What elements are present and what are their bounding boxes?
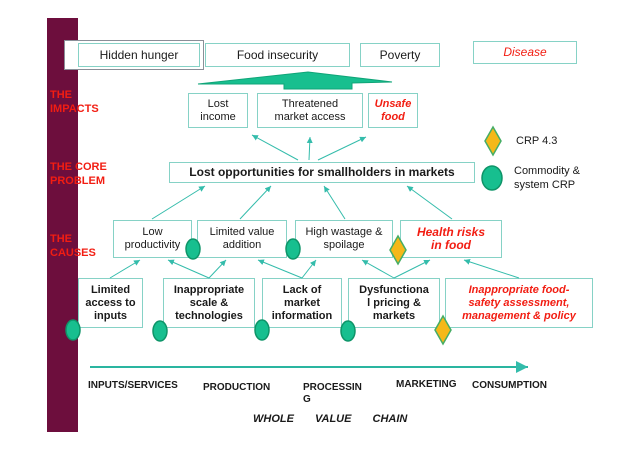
stage-production: PRODUCTION xyxy=(203,382,271,393)
whole-value-chain-caption: WHOLE VALUE CHAIN xyxy=(253,413,408,425)
box-high-wastage-spoilage: High wastage & spoilage xyxy=(295,220,393,258)
box-low-productivity: Low productivity xyxy=(113,220,192,258)
stage-inputs-services: INPUTS/SERVICES xyxy=(88,380,178,391)
box-inappropriate-food-safety: Inappropriate food- safety assessment, m… xyxy=(445,278,593,328)
box-inappropriate-scale-technologies: Inappropriate scale & technologies xyxy=(163,278,255,328)
arrows-causes-to-core xyxy=(151,185,453,220)
arrows-row2-to-row1 xyxy=(109,259,520,279)
box-lack-market-information: Lack of market information xyxy=(262,278,342,328)
box-limited-value-addition: Limited value addition xyxy=(197,220,287,258)
legend-commodity-crp-label: Commodity & system CRP xyxy=(514,165,581,191)
label-the-causes: THE CAUSES xyxy=(50,233,96,259)
box-food-insecurity: Food insecurity xyxy=(205,43,350,67)
arrows-core-to-impacts xyxy=(251,134,367,161)
box-dysfunctional-pricing-markets: Dysfunctiona l pricing & markets xyxy=(348,278,440,328)
box-unsafe-food: Unsafe food xyxy=(368,93,418,128)
stage-marketing: MARKETING xyxy=(396,379,457,390)
ellipse-marker xyxy=(481,165,503,191)
diamond-marker xyxy=(484,125,502,157)
box-poverty: Poverty xyxy=(360,43,440,67)
stage-consumption: CONSUMPTION xyxy=(472,380,547,391)
box-threatened-market-access: Threatened market access xyxy=(257,93,363,128)
box-disease: Disease xyxy=(473,41,577,64)
legend-crp43-label: CRP 4.3 xyxy=(516,135,558,147)
box-hidden-hunger: Hidden hunger xyxy=(78,43,200,67)
left-accent-bar xyxy=(47,18,78,432)
fat-up-arrow xyxy=(197,71,393,90)
box-core-problem: Lost opportunities for smallholders in m… xyxy=(169,162,475,183)
label-the-impacts: THE IMPACTS xyxy=(50,89,99,115)
stage-processing: PROCESSIN G xyxy=(303,382,362,405)
box-limited-access-inputs: Limited access to inputs xyxy=(78,278,143,328)
label-the-core-problem: THE CORE PROBLEM xyxy=(50,161,107,187)
box-lost-income: Lost income xyxy=(188,93,248,128)
box-health-risks-in-food: Health risks in food xyxy=(400,220,502,258)
